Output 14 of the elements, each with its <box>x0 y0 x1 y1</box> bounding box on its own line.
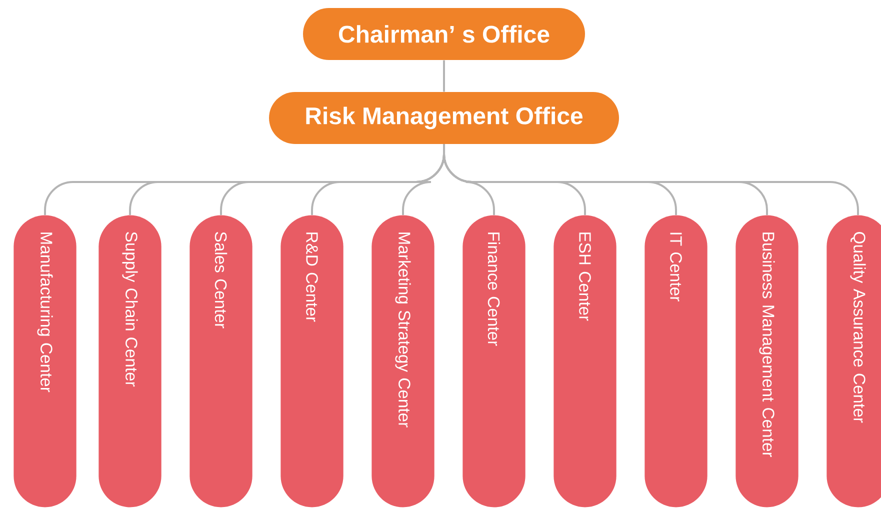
center-pill: Finance Center <box>462 215 526 508</box>
center-pill: Manufacturing Center <box>14 215 76 508</box>
center-pill: ESH Center <box>554 215 616 508</box>
center-pill: Sales Center <box>190 215 252 508</box>
center-pill: Quality Assurance Center <box>826 215 881 508</box>
connector-line <box>443 60 445 92</box>
center-pill: R&D Center <box>280 215 344 508</box>
center-pill: Marketing Strategy Center <box>372 215 434 508</box>
center-pill: IT Center <box>644 215 708 508</box>
office-box: Risk Management Office <box>269 92 619 144</box>
center-pill: Supply Chain Center <box>98 215 162 508</box>
office-box: Chairman’ s Office <box>303 8 585 60</box>
center-pill: Business Management Center <box>736 215 798 508</box>
connector-line <box>443 144 859 215</box>
